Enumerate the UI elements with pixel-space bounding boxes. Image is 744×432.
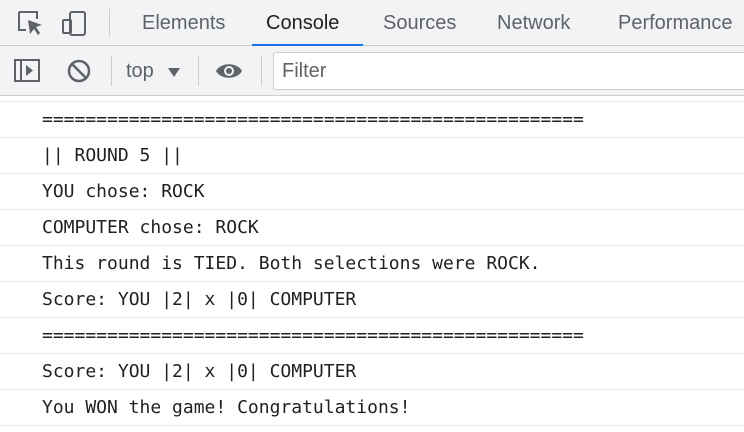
console-line: Score: YOU |2| x |0| COMPUTER — [0, 282, 744, 318]
tab-console[interactable]: Console — [266, 12, 340, 34]
console-line: COMPUTER chose: ROCK — [0, 210, 744, 246]
toolbar-separator — [111, 56, 112, 86]
console-line-text: Score: YOU |2| x |0| COMPUTER — [42, 289, 357, 310]
console-line: This round is TIED. Both selections were… — [0, 246, 744, 282]
console-line-text: You WON the game! Congratulations! — [42, 397, 411, 418]
console-line-text: || ROUND 5 || — [42, 145, 183, 166]
devtools-tab-bar: Elements Console Sources Network Perform… — [0, 0, 744, 46]
inspect-element-icon[interactable] — [15, 8, 45, 38]
tab-network[interactable]: Network — [497, 12, 571, 34]
console-line: ========================================… — [0, 318, 744, 354]
context-selector[interactable]: top — [126, 60, 154, 82]
console-line: Score: YOU |2| x |0| COMPUTER — [0, 354, 744, 390]
tab-sources[interactable]: Sources — [383, 12, 457, 34]
filter-input[interactable] — [273, 52, 744, 90]
show-sidebar-icon[interactable] — [12, 56, 42, 86]
tab-separator — [109, 9, 110, 37]
console-output[interactable]: ========================================… — [0, 96, 744, 432]
tab-elements[interactable]: Elements — [142, 12, 226, 34]
console-line-text: ========================================… — [42, 325, 584, 346]
console-line-text: YOU chose: ROCK — [42, 181, 205, 202]
active-tab-indicator — [252, 44, 363, 46]
console-line-cutoff — [0, 96, 744, 102]
console-line: You WON the game! Congratulations! — [0, 390, 744, 426]
tab-performance[interactable]: Performance — [618, 12, 733, 34]
console-line: ========================================… — [0, 102, 744, 138]
live-expression-eye-icon[interactable] — [214, 56, 244, 86]
device-toolbar-icon[interactable] — [60, 8, 90, 38]
toolbar-separator — [261, 56, 262, 86]
clear-console-icon[interactable] — [64, 56, 94, 86]
console-line: YOU chose: ROCK — [0, 174, 744, 210]
console-line: || ROUND 5 || — [0, 138, 744, 174]
console-line-text: Score: YOU |2| x |0| COMPUTER — [42, 361, 357, 382]
console-toolbar: top — [0, 46, 744, 96]
console-line-text: ========================================… — [42, 109, 584, 130]
console-line-text: This round is TIED. Both selections were… — [42, 253, 541, 274]
dropdown-arrow-icon[interactable] — [168, 65, 180, 83]
toolbar-separator — [198, 56, 199, 86]
console-line-text: COMPUTER chose: ROCK — [42, 217, 259, 238]
